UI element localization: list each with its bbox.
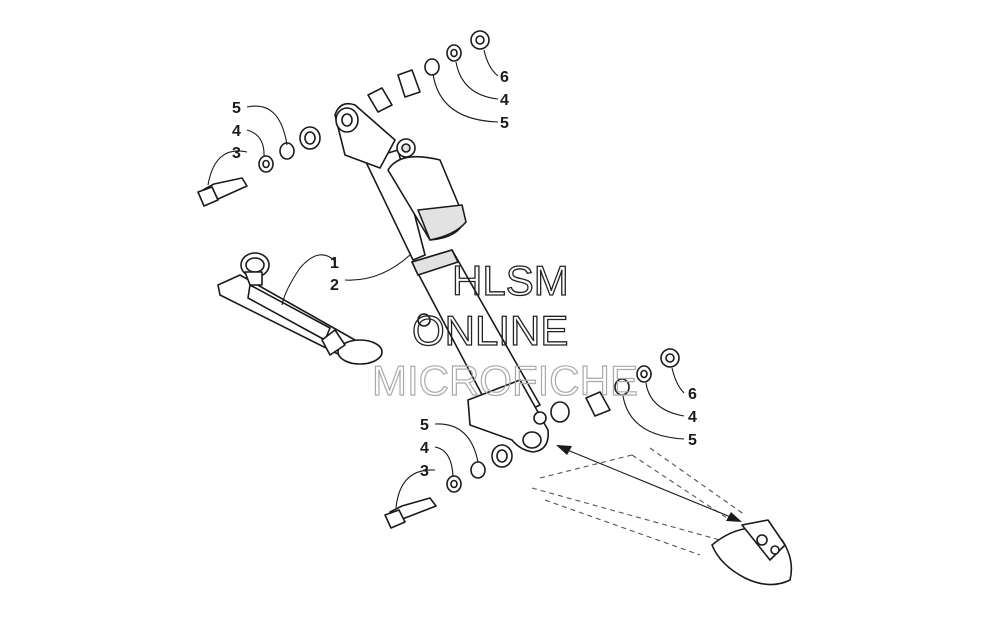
lower-right-hardware	[550, 348, 680, 423]
leader-lines	[207, 49, 685, 509]
upper-left-hardware	[197, 126, 321, 207]
watermark: HLSM ONLINE MICROFICHE	[371, 256, 638, 404]
callout-4: 4	[500, 92, 509, 109]
callout-6: 6	[688, 386, 697, 403]
callout-5: 5	[500, 115, 509, 132]
mounting-arrow	[556, 445, 742, 522]
lower-left-hardware	[384, 444, 513, 529]
watermark-line-3: MICROFICHE	[372, 357, 638, 404]
watermark-line-1: HLSM	[452, 257, 569, 304]
a-arm-phantom	[531, 447, 793, 586]
callout-4: 4	[688, 409, 697, 426]
upper-right-hardware	[367, 30, 490, 113]
callout-3: 3	[420, 463, 429, 480]
callout-3: 3	[232, 145, 241, 162]
shock-absorber	[334, 102, 550, 453]
watermark-line-2: ONLINE	[412, 307, 568, 354]
callout-5: 5	[232, 100, 241, 117]
callout-2: 2	[330, 277, 339, 294]
callout-1: 1	[330, 255, 339, 272]
callout-4: 4	[420, 440, 429, 457]
shock-pump	[217, 252, 383, 365]
callout-4: 4	[232, 123, 241, 140]
callout-6: 6	[500, 69, 509, 86]
callout-5: 5	[420, 417, 429, 434]
callout-5: 5	[688, 432, 697, 449]
callout-labels: 1 2 5 4 3 6 4 5 5 4 3 6 4 5	[232, 69, 697, 480]
